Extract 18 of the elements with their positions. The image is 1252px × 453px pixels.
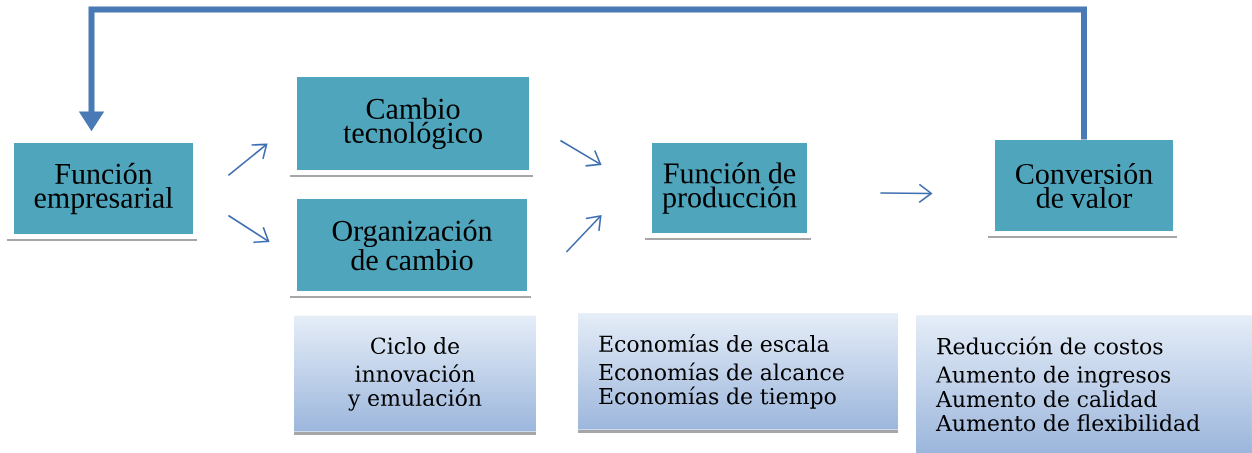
- arrow: [559, 139, 602, 167]
- arrow: [565, 215, 602, 253]
- arrow: [879, 183, 933, 204]
- text-panel: Reducción de costos Aumento de ingresos Aumento de calidad Aumento de flexibilidad: [916, 315, 1252, 453]
- text-panel: Ciclo de innovación y emulación: [294, 315, 536, 435]
- node-label: Cambio tecnológico: [343, 97, 482, 150]
- node-label: Organización de cambio: [332, 219, 493, 271]
- node-label: Función empresarial: [34, 162, 173, 215]
- process-box: Organización de cambio: [290, 193, 531, 298]
- process-box: Cambio tecnológico: [290, 71, 533, 177]
- process-box: Función de producción: [645, 137, 811, 240]
- node-label: Función de producción: [662, 162, 797, 214]
- process-box: Conversión de valor: [988, 134, 1177, 238]
- process-box: Función empresarial: [7, 137, 197, 241]
- arrow: [227, 214, 270, 244]
- text-panel: Economías de escala Economías de alcance Economías de tiempo: [578, 313, 898, 433]
- node-label: Conversión de valor: [1016, 162, 1153, 209]
- arrow: [227, 143, 268, 177]
